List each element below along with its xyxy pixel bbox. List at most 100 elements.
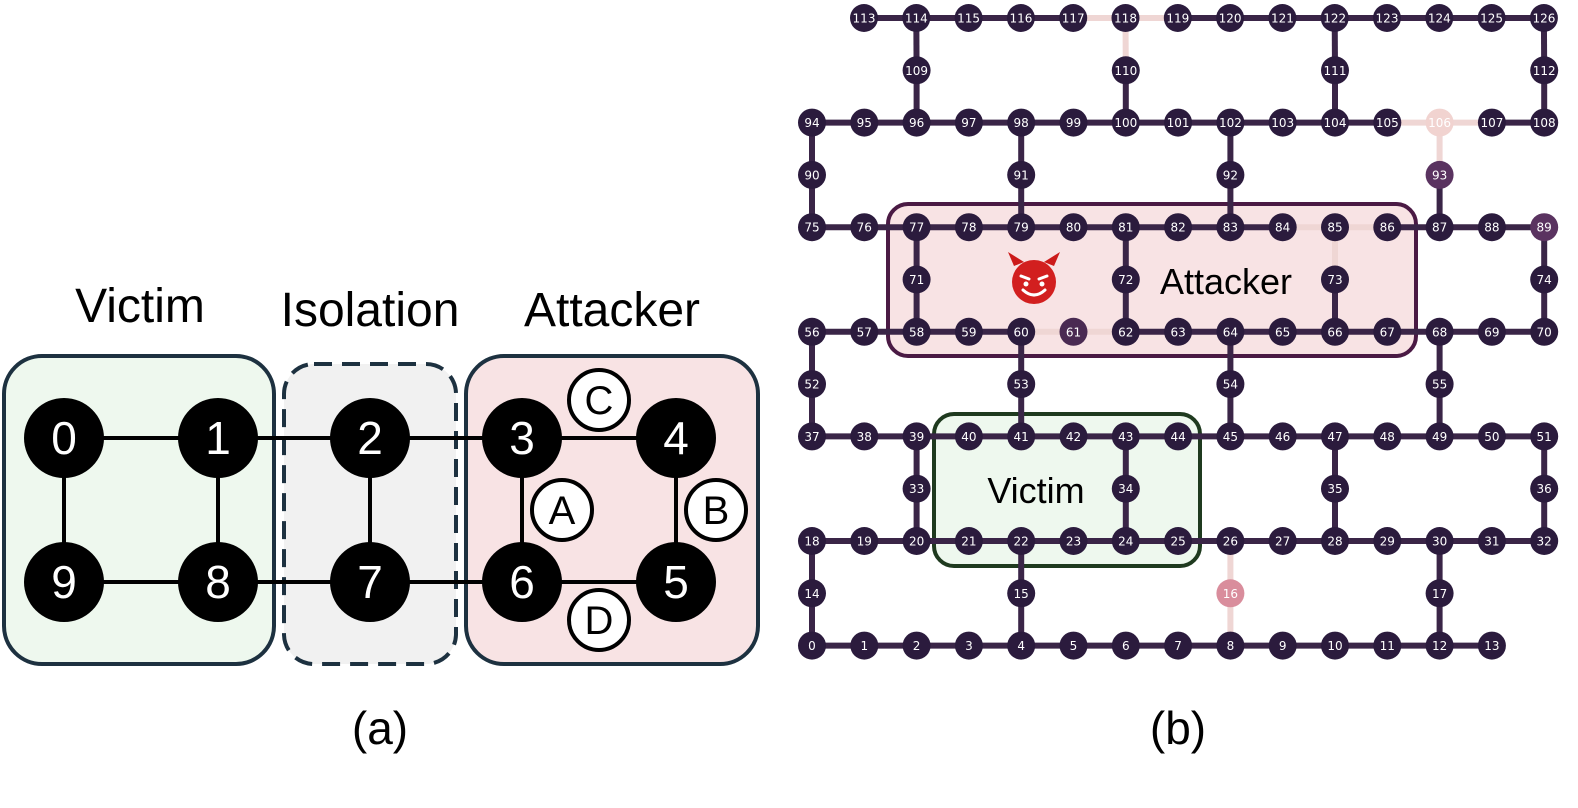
qubit-label: 77 <box>909 221 924 235</box>
qubit-23: 23 <box>1059 527 1088 555</box>
qubit-label: 66 <box>1327 325 1342 339</box>
isolation-label: Isolation <box>281 284 460 337</box>
qubit-11: 11 <box>1373 631 1402 660</box>
qubit-node-label: 3 <box>509 412 535 464</box>
edge-label-text: C <box>585 379 614 423</box>
qubit-node-0: 0 <box>24 398 104 478</box>
qubit-label: 60 <box>1014 325 1029 339</box>
qubit-label: 58 <box>909 325 924 339</box>
qubit-label: 96 <box>909 116 924 130</box>
qubit-60: 60 <box>1007 317 1036 346</box>
qubit-label: 109 <box>905 64 928 78</box>
qubit-label: 13 <box>1484 639 1499 653</box>
qubit-125: 125 <box>1477 4 1506 32</box>
qubit-50: 50 <box>1477 422 1506 451</box>
qubit-106: 106 <box>1425 108 1454 137</box>
qubit-label: 40 <box>961 430 976 444</box>
qubit-label: 105 <box>1376 116 1399 130</box>
qubit-108: 108 <box>1530 108 1559 137</box>
qubit-label: 26 <box>1223 535 1238 549</box>
qubit-74: 74 <box>1530 265 1559 294</box>
qubit-40: 40 <box>954 422 983 451</box>
qubit-label: 46 <box>1275 430 1290 444</box>
qubit-47: 47 <box>1321 422 1349 451</box>
qubit-31: 31 <box>1477 527 1506 555</box>
qubit-55: 55 <box>1425 370 1454 399</box>
edge-label-b: B <box>684 478 748 542</box>
qubit-label: 6 <box>1122 639 1130 653</box>
qubit-node-7: 7 <box>330 542 410 622</box>
qubit-17: 17 <box>1425 579 1454 608</box>
qubit-label: 118 <box>1114 12 1137 26</box>
qubit-92: 92 <box>1216 160 1245 189</box>
qubit-label: 4 <box>1017 639 1025 653</box>
qubit-43: 43 <box>1111 422 1140 451</box>
qubit-63: 63 <box>1164 317 1193 346</box>
qubit-62: 62 <box>1111 317 1140 346</box>
qubit-label: 73 <box>1327 273 1342 287</box>
qubit-85: 85 <box>1321 213 1349 242</box>
qubit-68: 68 <box>1425 317 1454 346</box>
qubit-label: 56 <box>804 325 819 339</box>
qubit-label: 16 <box>1223 587 1238 601</box>
qubit-node-3: 3 <box>482 398 562 478</box>
qubit-69: 69 <box>1477 317 1506 346</box>
caption-a: (a) <box>352 702 408 754</box>
qubit-32: 32 <box>1530 527 1559 555</box>
qubit-54: 54 <box>1216 370 1245 399</box>
qubit-label: 116 <box>1009 12 1032 26</box>
qubit-label: 31 <box>1484 535 1499 549</box>
qubit-72: 72 <box>1111 265 1140 294</box>
qubit-87: 87 <box>1425 213 1454 242</box>
qubit-node-9: 9 <box>24 542 104 622</box>
qubit-label: 117 <box>1062 12 1085 26</box>
qubit-node-label: 5 <box>663 556 689 608</box>
qubit-42: 42 <box>1059 422 1088 451</box>
qubit-label: 106 <box>1428 116 1451 130</box>
qubit-label: 123 <box>1376 12 1399 26</box>
qubit-label: 80 <box>1066 221 1081 235</box>
qubit-label: 110 <box>1114 64 1137 78</box>
qubit-118: 118 <box>1111 4 1140 32</box>
qubit-label: 19 <box>857 535 872 549</box>
qubit-node-label: 0 <box>51 412 77 464</box>
qubit-41: 41 <box>1007 422 1036 451</box>
qubit-label: 21 <box>961 535 976 549</box>
qubit-label: 43 <box>1118 430 1133 444</box>
qubit-label: 90 <box>804 168 819 182</box>
qubit-49: 49 <box>1425 422 1454 451</box>
qubit-label: 42 <box>1066 430 1081 444</box>
qubit-114: 114 <box>902 4 931 32</box>
qubit-100: 100 <box>1111 108 1140 137</box>
qubit-113: 113 <box>850 4 878 32</box>
qubit-39: 39 <box>902 422 931 451</box>
qubit-label: 10 <box>1327 639 1342 653</box>
qubit-label: 18 <box>804 535 819 549</box>
qubit-78: 78 <box>954 213 983 242</box>
qubit-label: 47 <box>1327 430 1342 444</box>
devil-face-icon <box>1008 252 1060 304</box>
qubit-117: 117 <box>1059 4 1088 32</box>
qubit-label: 69 <box>1484 325 1499 339</box>
qubit-label: 30 <box>1432 535 1447 549</box>
qubit-4: 4 <box>1007 631 1036 660</box>
qubit-33: 33 <box>902 474 931 503</box>
qubit-label: 75 <box>804 221 819 235</box>
qubit-label: 67 <box>1380 325 1395 339</box>
qubit-120: 120 <box>1216 4 1245 32</box>
qubit-label: 33 <box>909 482 924 496</box>
qubit-122: 122 <box>1320 4 1349 32</box>
qubit-2: 2 <box>902 631 931 660</box>
qubit-59: 59 <box>954 317 983 346</box>
qubit-label: 34 <box>1118 482 1133 496</box>
qubit-node-4: 4 <box>636 398 716 478</box>
qubit-81: 81 <box>1111 213 1140 242</box>
qubit-51: 51 <box>1530 422 1559 451</box>
qubit-5: 5 <box>1059 631 1088 660</box>
qubit-label: 20 <box>909 535 924 549</box>
qubit-45: 45 <box>1216 422 1245 451</box>
qubit-label: 2 <box>913 639 921 653</box>
